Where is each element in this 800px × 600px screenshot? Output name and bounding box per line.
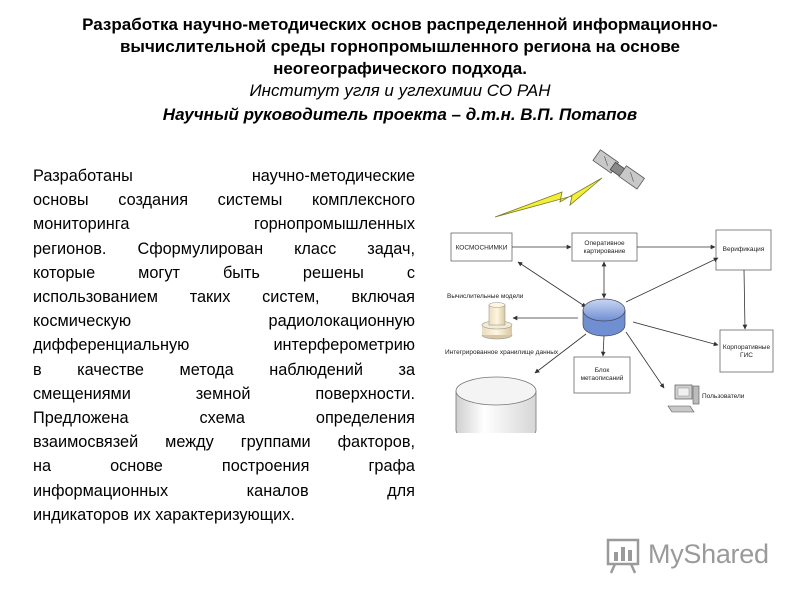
body-paragraph: Разработаны научно-методические основы с… [33, 164, 415, 527]
operativnoe-box [571, 232, 638, 262]
korporativnye-label-2: ГИС [740, 352, 753, 359]
blok-label-2: метаописаний [581, 374, 624, 382]
text-line: регионов. Сформулирован класс задач, [33, 239, 415, 258]
title-line: вычислительной среды горнопромышленного … [119, 37, 681, 56]
lightning-icon [494, 177, 603, 218]
blok-label-1: Блок [595, 367, 610, 374]
myshared-logo-icon [606, 538, 640, 574]
slide-title: Разработка научно-методических основ рас… [20, 14, 780, 80]
operativnoe-label-2: картирование [584, 248, 626, 255]
text-line: космическую радиолокационную [33, 312, 415, 331]
computing-model-icon [481, 302, 513, 340]
diagram-arrows [512, 244, 748, 389]
title-line: неогеографического подхода. [273, 59, 527, 78]
korporativnye-label-1: Корпоративные [723, 344, 771, 351]
text-line: информационных каналов для [33, 481, 415, 500]
text-line: мониторинга горнопромышленных [33, 215, 415, 234]
text-line: на основе построения графа [33, 457, 415, 476]
blok-box [573, 356, 631, 394]
text-line: смещениями земной поверхности. [33, 384, 415, 403]
kosmosnimki-label: КОСМОСНИМКИ [456, 245, 508, 252]
myshared-watermark: MyShared [648, 539, 769, 569]
project-leader: Научный руководитель проекта – д.т.н. В.… [162, 105, 638, 124]
verifikatsiya-label: Верификация [723, 246, 765, 253]
slide-header: Разработка научно-методических основ рас… [0, 14, 800, 126]
institute-name: Институт угля и углехимии СО РАН [249, 81, 551, 100]
data-warehouse-cylinder [455, 376, 537, 433]
text-line: Разработаны научно-методические [33, 167, 415, 185]
system-diagram: КОСМОСНИМКИ Оперативное картирование Вер… [445, 149, 774, 433]
korporativnye-box [719, 329, 774, 373]
central-storage-disk [582, 298, 626, 337]
polzovateli-label: Пользователи [702, 393, 745, 400]
title-line: Разработка научно-методических основ рас… [82, 15, 718, 34]
text-line: основы создания системы комплексного [33, 191, 415, 210]
vychislitelnye-label: Вычислительные модели [447, 293, 524, 300]
operativnoe-label-1: Оперативное [584, 240, 625, 247]
text-line: индикаторов их характеризующих. [33, 505, 295, 524]
text-line: которые могут быть решены с [33, 263, 415, 282]
text-line: дифференциальную интерферометрию [33, 336, 415, 355]
text-line: взаимосвязей между группами факторов, [33, 433, 415, 452]
text-line: Предложена схема определения [33, 409, 415, 428]
text-line: в качестве метода наблюдений за [33, 360, 415, 379]
computer-icon [667, 384, 700, 413]
satellite-icon [592, 149, 646, 190]
text-line: использованием таких систем, включая [33, 288, 415, 307]
verifikatsiya-box [715, 229, 772, 271]
integrirovannoe-label: Интегрированное хранилище данных [445, 349, 559, 356]
